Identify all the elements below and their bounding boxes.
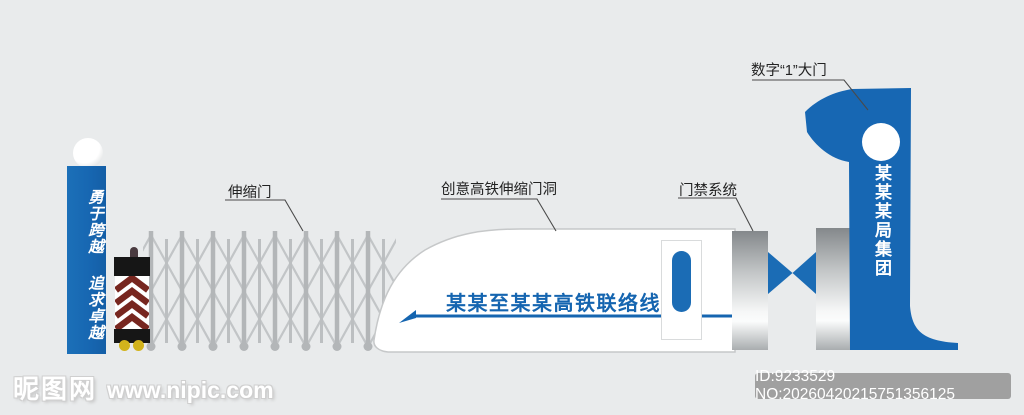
callout-label-one: 数字“1”大门: [751, 63, 827, 79]
motor-warning-stripes: [115, 276, 149, 329]
watermark-url: www.nipic.com: [107, 377, 274, 403]
circle-cutout: [862, 123, 900, 161]
motor-base: [114, 329, 150, 343]
slogan-text: 勇于跨越 追求卓越: [86, 188, 105, 341]
train-route-title: 某某至某某高铁联络线: [446, 293, 661, 315]
motor-wheel: [119, 340, 130, 351]
numeral-one-monument: [805, 88, 958, 350]
slogan-pillar: 勇于跨越 追求卓越: [67, 166, 106, 354]
callout-label-train: 创意高铁伸缩门洞: [441, 182, 557, 198]
door-handle-capsule: [672, 251, 691, 312]
line-arrow-tip: [399, 310, 416, 323]
access-door-panel: [661, 240, 702, 340]
watermark-site-name: 昵图网: [13, 374, 98, 404]
image-id-badge: ID:9233529 NO:20260420215751356125: [755, 368, 1011, 403]
bowtie-sensor: [768, 252, 816, 294]
accordion-gate: [143, 229, 396, 352]
sphere-ornament: [73, 138, 103, 168]
callout-label-access: 门禁系统: [679, 183, 737, 199]
access-pillar-left: [732, 231, 768, 350]
access-pillar-right: [816, 228, 852, 350]
gate-motor-unit: [114, 247, 150, 353]
site-watermark: 昵图网 www.nipic.com: [13, 369, 274, 406]
motor-head: [114, 257, 150, 276]
callout-label-gate: 伸缩门: [228, 185, 272, 201]
monument-company-text: 某某某局集团: [872, 164, 891, 278]
motor-cap: [130, 247, 138, 259]
motor-wheel: [133, 340, 144, 351]
